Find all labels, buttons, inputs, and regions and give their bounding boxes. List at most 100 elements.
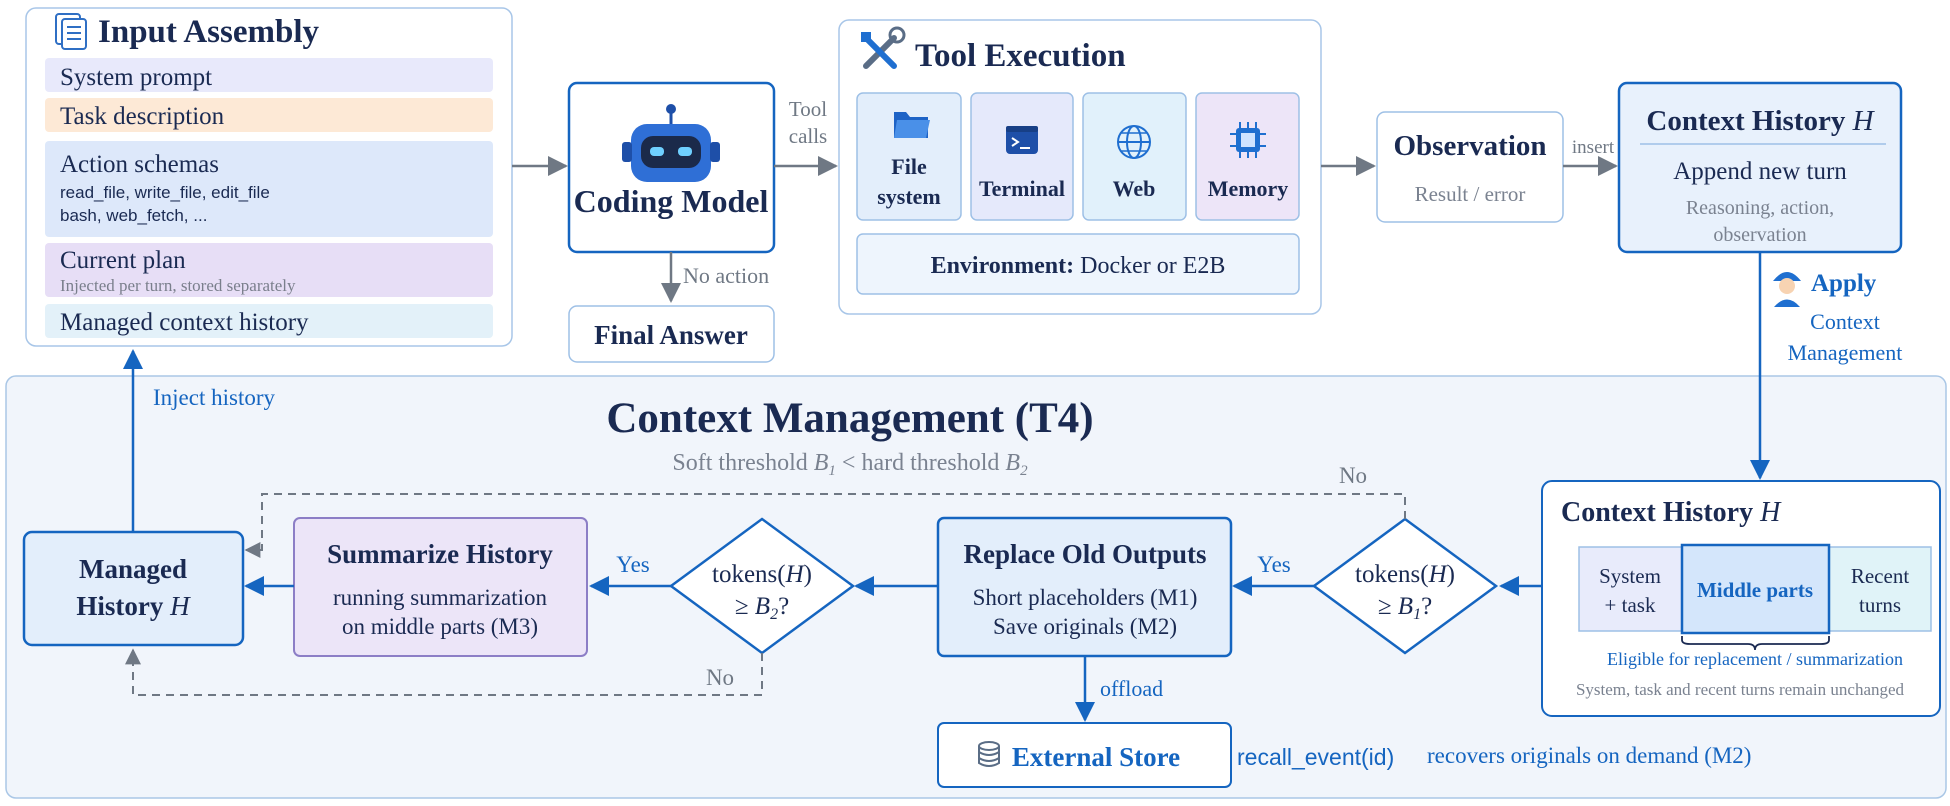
observation-subtitle: Result / error bbox=[1415, 182, 1526, 206]
yes-label-2: Yes bbox=[616, 552, 650, 577]
recent-turns-label-2: turns bbox=[1859, 593, 1901, 617]
system-task-label-2: + task bbox=[1605, 593, 1656, 617]
apply-label-2: Context bbox=[1810, 309, 1880, 334]
terminal-tool: Terminal bbox=[970, 92, 1074, 221]
system-prompt-label: System prompt bbox=[60, 64, 212, 91]
middle-parts-segment bbox=[1680, 543, 1831, 635]
recent-turns-label-1: Recent bbox=[1851, 564, 1909, 588]
managed-history-box: Managed History H bbox=[22, 530, 245, 647]
input-assembly-title: Input Assembly bbox=[98, 14, 319, 50]
action-schemas-list-1: read_file, write_file, edit_file bbox=[60, 183, 270, 202]
arrow-check2-no bbox=[125, 648, 763, 696]
coding-model-label: Coding Model bbox=[574, 183, 769, 219]
replace-line2: Save originals (M2) bbox=[993, 614, 1177, 639]
thresholds-subtitle: Soft threshold B1 < hard threshold B2 bbox=[672, 450, 1028, 479]
summarize-line1: running summarization bbox=[333, 585, 547, 610]
folder-icon bbox=[894, 112, 930, 138]
task-description-label: Task description bbox=[60, 103, 225, 130]
replace-old-outputs-box: Replace Old Outputs Short placeholders (… bbox=[936, 516, 1233, 658]
engineer-icon bbox=[1773, 272, 1801, 307]
file-system-label-1: File bbox=[891, 154, 927, 179]
chip-icon bbox=[1230, 122, 1266, 158]
observation-title: Observation bbox=[1393, 130, 1546, 162]
terminal-label: Terminal bbox=[979, 176, 1065, 201]
system-task-segment bbox=[1578, 546, 1683, 632]
managed-history-row bbox=[45, 304, 493, 338]
tool-execution-title: Tool Execution bbox=[915, 38, 1126, 74]
web-tool: Web bbox=[1082, 92, 1187, 221]
tools-icon bbox=[861, 26, 906, 69]
offload-label: offload bbox=[1100, 676, 1163, 701]
replace-title: Replace Old Outputs bbox=[963, 539, 1206, 569]
recovers-label: recovers originals on demand (M2) bbox=[1427, 743, 1751, 768]
database-icon bbox=[978, 741, 1000, 767]
hard-threshold-check: tokens(H) ≥ B2? bbox=[668, 517, 856, 655]
document-icon bbox=[55, 13, 87, 50]
input-assembly-panel: Input Assembly System prompt Task descri… bbox=[25, 7, 513, 347]
current-plan-row bbox=[45, 243, 493, 297]
replace-line1: Short placeholders (M1) bbox=[973, 585, 1198, 610]
file-system-tool: File system bbox=[856, 92, 962, 221]
eligible-note: Eligible for replacement / summarization bbox=[1607, 649, 1903, 669]
check2-line1: tokens(H) bbox=[712, 561, 812, 588]
summarize-history-box: Summarize History running summarization … bbox=[293, 517, 588, 657]
task-description-row bbox=[45, 98, 493, 132]
tool-calls-label-2: calls bbox=[789, 124, 827, 148]
check2-line2: ≥ B2? bbox=[735, 593, 789, 623]
managed-history-line1: Managed bbox=[79, 554, 187, 584]
context-management-title: Context Management (T4) bbox=[606, 395, 1093, 442]
current-plan-note: Injected per turn, stored separately bbox=[60, 276, 296, 295]
middle-parts-label: Middle parts bbox=[1697, 578, 1813, 602]
memory-tool: Memory bbox=[1195, 92, 1300, 221]
tool-calls-label-1: Tool bbox=[789, 97, 827, 121]
tool-execution-panel: Tool Execution File system Terminal bbox=[838, 19, 1322, 315]
no-label-2: No bbox=[706, 665, 734, 690]
system-prompt-row bbox=[45, 58, 493, 92]
turn-detail-2: observation bbox=[1713, 224, 1806, 246]
environment-box: Environment: Docker or E2B bbox=[856, 233, 1300, 295]
managed-history-line2: History H bbox=[76, 591, 191, 621]
turn-detail-1: Reasoning, action, bbox=[1686, 197, 1834, 219]
recent-turns-segment bbox=[1828, 546, 1932, 632]
context-history-bottom-title: Context History H bbox=[1561, 497, 1782, 528]
observation-box: Observation Result / error bbox=[1376, 111, 1564, 223]
final-answer-box: Final Answer bbox=[568, 305, 775, 363]
context-history-bottom-box: Context History H System + task Recent t… bbox=[1541, 480, 1941, 717]
file-system-label-2: system bbox=[877, 184, 941, 209]
action-schemas-label: Action schemas bbox=[60, 151, 219, 178]
action-schemas-row bbox=[45, 141, 493, 237]
append-new-turn: Append new turn bbox=[1673, 158, 1847, 185]
environment-label: Environment: Docker or E2B bbox=[931, 253, 1226, 279]
system-task-label-1: System bbox=[1599, 564, 1661, 588]
coding-model-box: Coding Model bbox=[567, 81, 776, 254]
external-store-box: External Store bbox=[937, 722, 1232, 788]
terminal-icon bbox=[1006, 126, 1038, 154]
web-label: Web bbox=[1113, 176, 1156, 201]
no-label-1: No bbox=[1339, 463, 1367, 488]
middle-bracket bbox=[1681, 636, 1830, 651]
soft-threshold-check: tokens(H) ≥ B1? bbox=[1311, 517, 1499, 655]
external-store-label: External Store bbox=[1012, 742, 1180, 772]
final-answer-label: Final Answer bbox=[594, 320, 748, 350]
check1-line2: ≥ B1? bbox=[1378, 593, 1432, 623]
memory-label: Memory bbox=[1208, 176, 1289, 201]
no-action-label: No action bbox=[683, 263, 769, 288]
action-schemas-list-2: bash, web_fetch, ... bbox=[60, 206, 207, 225]
recall-event-label: recall_event(id) bbox=[1237, 744, 1394, 770]
check1-line1: tokens(H) bbox=[1355, 561, 1455, 588]
yes-label-1: Yes bbox=[1257, 552, 1291, 577]
apply-label: Apply bbox=[1811, 270, 1877, 297]
apply-label-3: Management bbox=[1788, 340, 1903, 365]
summarize-line2: on middle parts (M3) bbox=[342, 614, 538, 639]
robot-icon bbox=[622, 104, 720, 182]
arrow-check1-no bbox=[244, 493, 1406, 558]
globe-icon bbox=[1117, 125, 1151, 159]
managed-history-label: Managed context history bbox=[60, 309, 309, 336]
context-history-top-title: Context History H bbox=[1646, 105, 1875, 137]
summarize-title: Summarize History bbox=[327, 539, 553, 569]
current-plan-label: Current plan bbox=[60, 247, 186, 274]
inject-history-label: Inject history bbox=[153, 385, 275, 410]
insert-label: insert bbox=[1572, 137, 1615, 158]
context-history-top-box: Context History H Append new turn Reason… bbox=[1617, 81, 1903, 254]
